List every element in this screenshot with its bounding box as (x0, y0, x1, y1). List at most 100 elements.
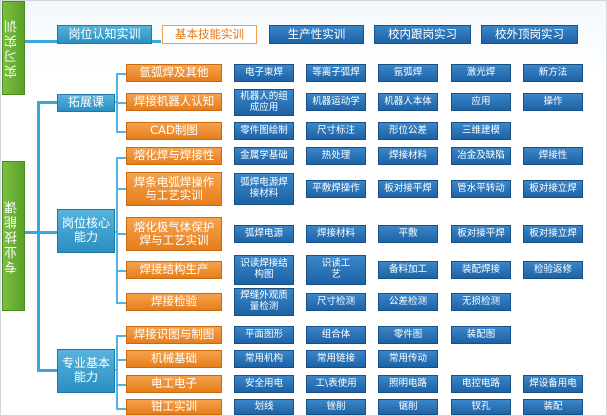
root-practice[interactable]: 实习实训 (2, 1, 25, 95)
subject-row-1[interactable]: 氩弧焊及其他 (126, 64, 222, 82)
top-item-3[interactable]: 生产性实训 (269, 25, 364, 44)
item-cell[interactable]: 常用机构 (234, 350, 294, 368)
root-practice-label: 实习实训 (5, 18, 21, 78)
item-cell[interactable]: 板对接平焊 (451, 225, 511, 243)
item-cell[interactable]: 常用链接 (306, 350, 366, 368)
item-cell[interactable]: 焊设备用电 (523, 375, 583, 393)
item-cell[interactable]: 形位公差 (378, 122, 438, 140)
subject-row-5[interactable]: 焊条电弧焊操作 与工艺实训 (126, 172, 222, 206)
item-cell[interactable]: 焊缝外观质 量检测 (234, 288, 294, 316)
item-cell[interactable]: 弧焊电源 (234, 225, 294, 243)
item-cell[interactable]: 焊接性 (523, 147, 583, 165)
subject-row-6[interactable]: 熔化极气体保护 焊与工艺实训 (126, 217, 222, 251)
item-label: 尺寸检测 (316, 295, 355, 307)
item-cell[interactable]: 装配图 (451, 326, 511, 344)
item-label: 公差检测 (388, 295, 427, 307)
item-label: 电子束焊 (244, 66, 283, 78)
item-cell[interactable]: 锯削 (378, 399, 438, 415)
item-label: 板对接平焊 (457, 227, 505, 239)
subject-row-10[interactable]: 机械基础 (126, 350, 222, 368)
item-cell[interactable]: 板对接平焊 (378, 180, 438, 198)
item-label: 激光焊 (466, 66, 496, 78)
subject-row-11[interactable]: 电工电子 (126, 375, 222, 393)
item-cell[interactable]: 平敷焊操作 (306, 180, 366, 198)
item-cell[interactable]: 照明电路 (378, 375, 438, 393)
item-cell[interactable]: 锉削 (306, 399, 366, 415)
item-cell[interactable]: 尺寸标注 (306, 122, 366, 140)
item-cell[interactable]: 弧焊电源焊 接材料 (234, 173, 294, 205)
subject-label: 焊接识图与制图 (133, 327, 215, 342)
category-basic[interactable]: 专业基本 能力 (57, 349, 115, 393)
subject-row-7[interactable]: 焊接结构生产 (126, 261, 222, 279)
item-cell[interactable]: 三维建模 (451, 122, 511, 140)
item-cell[interactable]: 无损检测 (451, 293, 511, 311)
item-cell[interactable]: 激光焊 (451, 64, 511, 82)
item-cell[interactable]: 划线 (234, 399, 294, 415)
category-core[interactable]: 岗位核心 能力 (57, 209, 115, 253)
item-label: 组合体 (321, 328, 351, 340)
item-cell[interactable]: 装配 (523, 399, 583, 415)
item-cell[interactable]: 板对接立焊 (523, 225, 583, 243)
item-cell[interactable]: 管水平转动 (451, 180, 511, 198)
item-label: 锯削 (398, 400, 418, 412)
item-cell[interactable]: 备料加工 (378, 261, 438, 279)
item-label: 操作 (543, 95, 563, 107)
item-cell[interactable]: 热处理 (306, 147, 366, 165)
subject-row-9[interactable]: 焊接识图与制图 (126, 326, 222, 344)
root-skills[interactable]: 专业技能课 (2, 161, 25, 311)
item-cell[interactable]: 平面图形 (234, 326, 294, 344)
top-item-4[interactable]: 校内跟岗实习 (374, 25, 471, 44)
item-label: 平面图形 (244, 328, 283, 340)
item-cell[interactable]: 焊接材料 (306, 225, 366, 243)
item-cell[interactable]: 焊接材料 (378, 147, 438, 165)
item-cell[interactable]: 钗孔 (451, 399, 511, 415)
item-cell[interactable]: 电控电路 (451, 375, 511, 393)
category-expansion[interactable]: 拓展课 (57, 94, 115, 112)
item-cell[interactable]: 应用 (451, 93, 511, 111)
subject-row-4[interactable]: 熔化焊与焊接性 (126, 147, 222, 165)
subject-row-2[interactable]: 焊接机器人认知 (126, 93, 222, 111)
subject-row-3[interactable]: CAD制图 (126, 122, 222, 140)
item-cell[interactable]: 机器运动学 (306, 93, 366, 111)
subject-row-12[interactable]: 钳工实训 (126, 399, 222, 415)
top-item-2-label: 基本技能实训 (175, 26, 244, 41)
item-cell[interactable]: 识读焊接结 构图 (234, 255, 294, 285)
subject-label: 焊接结构生产 (139, 262, 209, 277)
top-item-1[interactable]: 岗位认知实训 (57, 25, 152, 44)
connector-stub (116, 157, 126, 159)
item-cell[interactable]: 新方法 (523, 64, 583, 82)
item-cell[interactable]: 冶金及缺陷 (451, 147, 511, 165)
item-cell[interactable]: 零件图绘制 (234, 122, 294, 140)
item-label: 机器人本体 (384, 95, 432, 107)
item-cell[interactable]: 工\表使用 (306, 375, 366, 393)
item-label: 机器运动学 (312, 95, 360, 107)
item-cell[interactable]: 氩弧焊 (378, 64, 438, 82)
subject-label: 氩弧焊及其他 (139, 65, 209, 80)
item-label: 板对接立焊 (529, 227, 577, 239)
item-cell[interactable]: 组合体 (306, 326, 366, 344)
item-cell[interactable]: 金属学基础 (234, 147, 294, 165)
item-cell[interactable]: 操作 (523, 93, 583, 111)
item-cell[interactable]: 板对接立焊 (523, 180, 583, 198)
item-cell[interactable]: 零件图 (378, 326, 438, 344)
subject-row-8[interactable]: 焊接检验 (126, 293, 222, 311)
item-cell[interactable]: 尺寸检测 (306, 293, 366, 311)
item-cell[interactable]: 公差检测 (378, 293, 438, 311)
connector-stub (116, 335, 126, 337)
top-item-2[interactable]: 基本技能实训 (162, 25, 257, 44)
connector-stub (116, 188, 126, 190)
item-cell[interactable]: 安全用电 (234, 375, 294, 393)
item-cell[interactable]: 平敷 (378, 225, 438, 243)
item-cell[interactable]: 常用传动 (378, 350, 438, 368)
item-label: 管水平转动 (457, 182, 505, 194)
item-label: 焊缝外观质 量检测 (240, 290, 288, 312)
item-cell[interactable]: 机器人的组 成应用 (234, 89, 294, 116)
item-cell[interactable]: 等离子弧焊 (306, 64, 366, 82)
item-cell[interactable]: 检验返修 (523, 261, 583, 279)
item-cell[interactable]: 电子束焊 (234, 64, 294, 82)
item-cell[interactable]: 装配焊接 (451, 261, 511, 279)
item-cell[interactable]: 机器人本体 (378, 93, 438, 111)
top-item-5[interactable]: 校外顶岗实习 (481, 25, 578, 44)
item-cell[interactable]: 识读工 艺 (306, 255, 366, 285)
